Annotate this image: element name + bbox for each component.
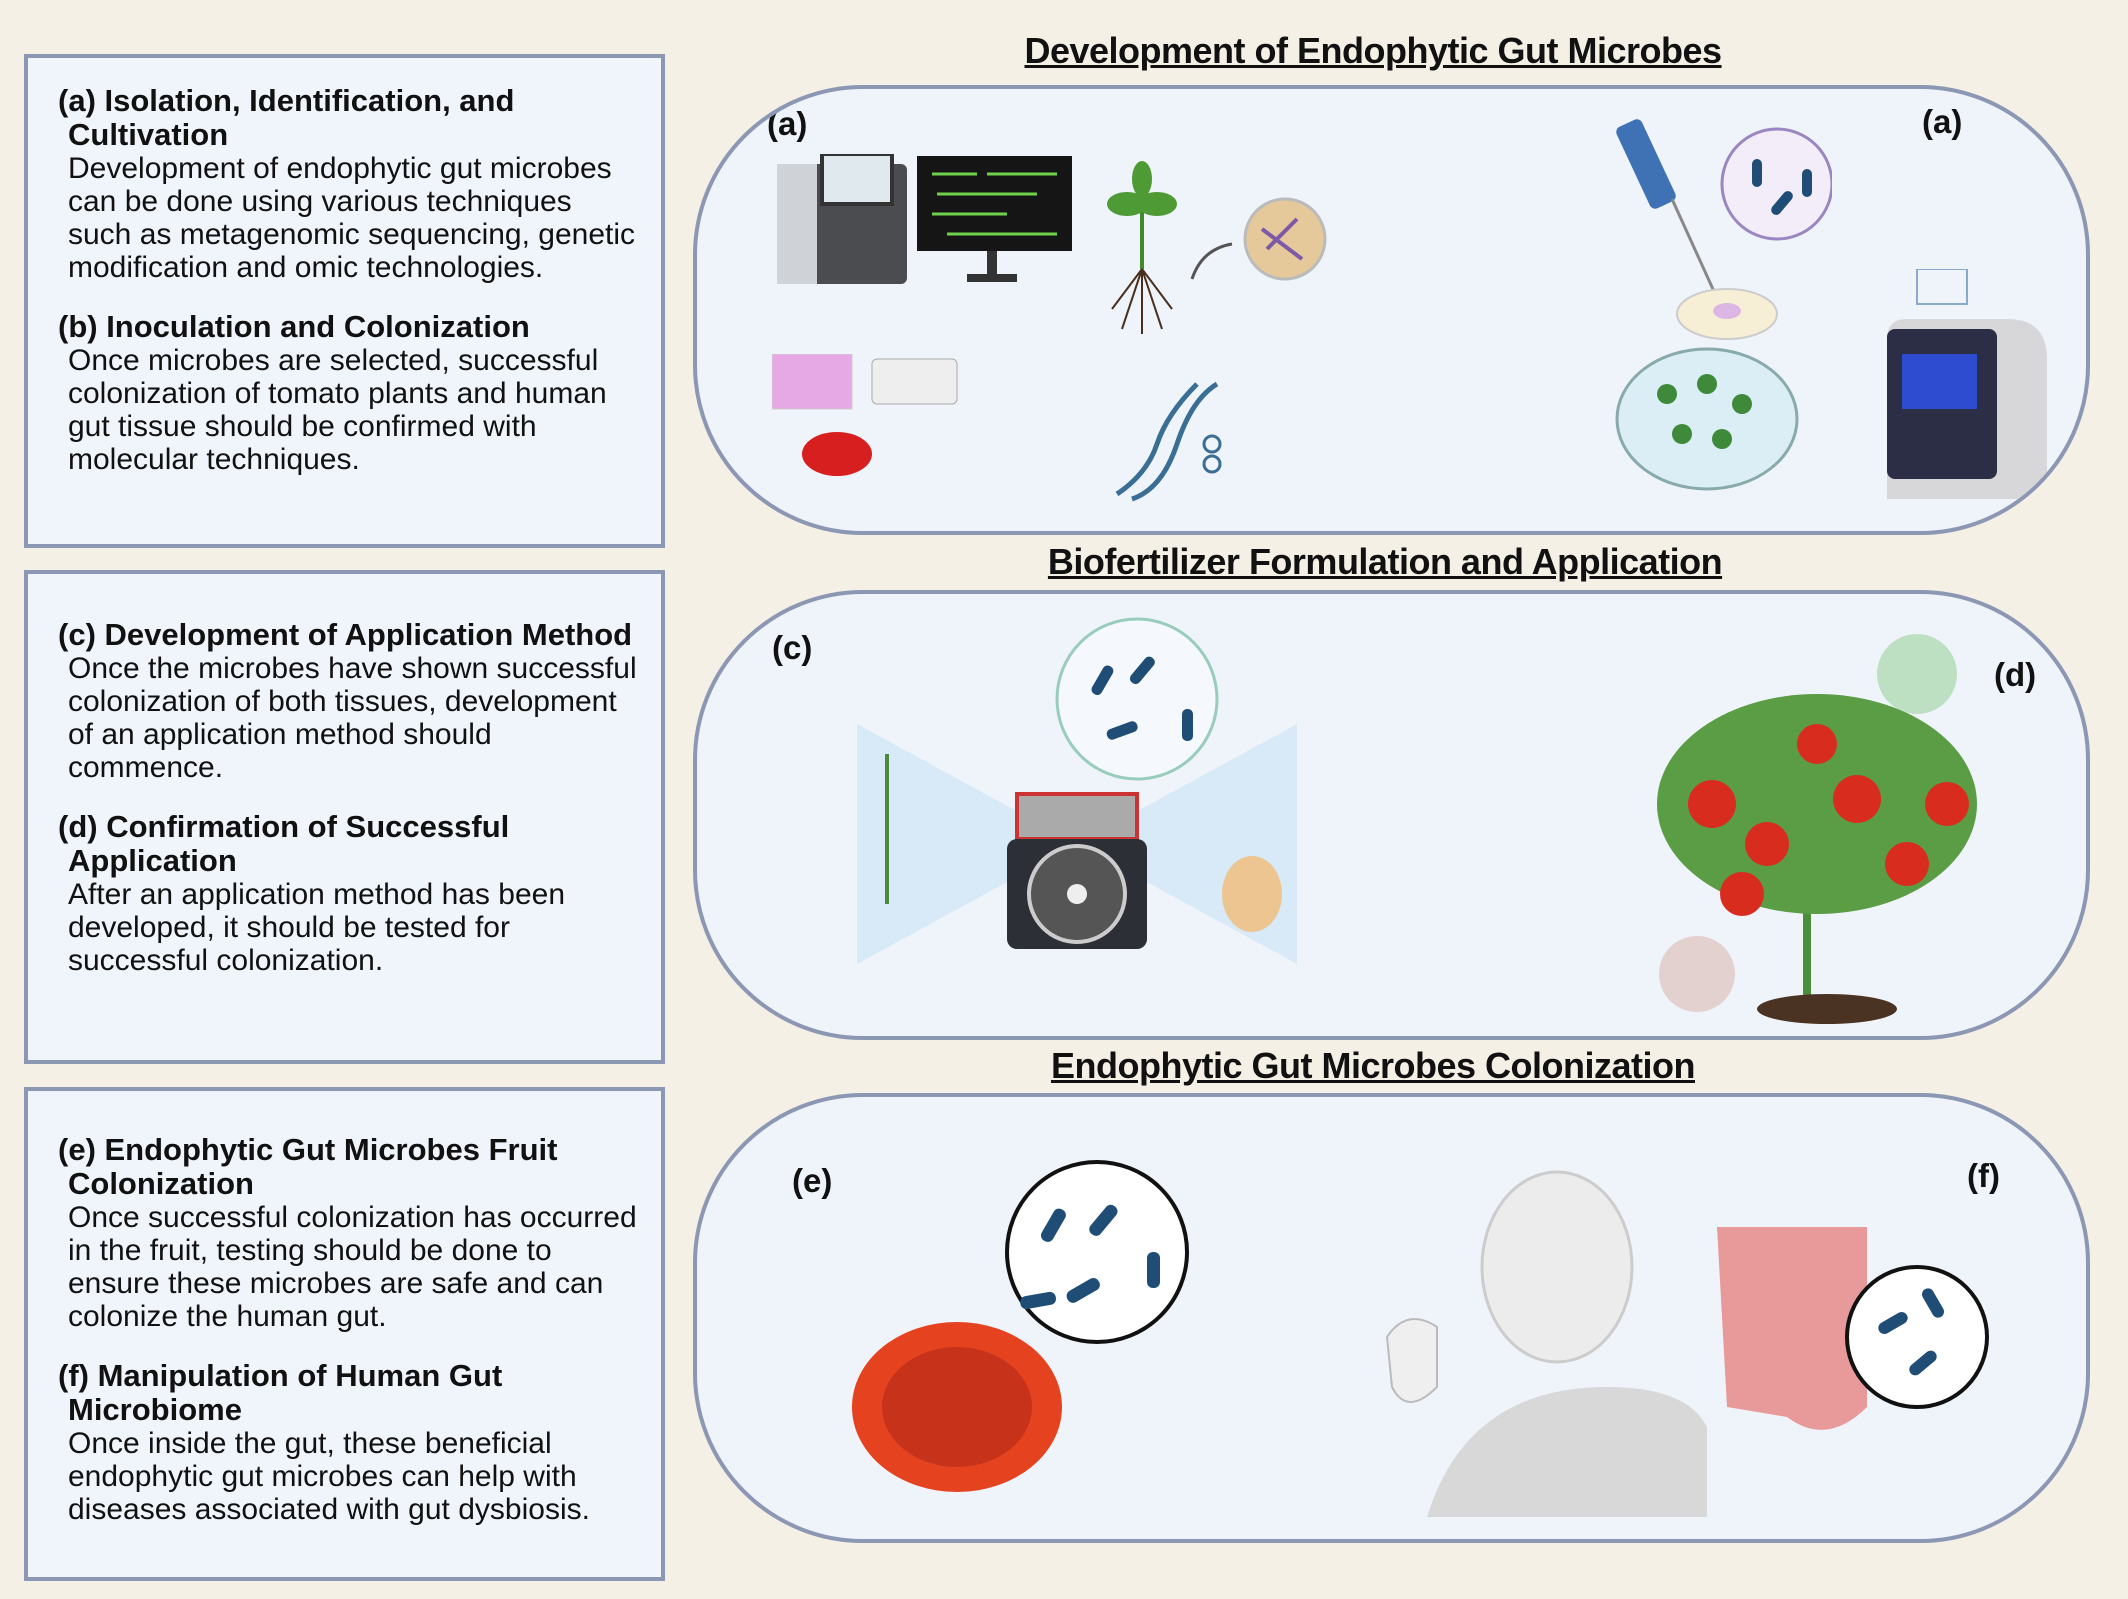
- section-d: (d) Confirmation of Successful Applicati…: [58, 809, 641, 978]
- section-heading: (e) Endophytic Gut Microbes Fruit Coloni…: [58, 1132, 558, 1201]
- tractor-spraying-icon: [857, 617, 1297, 964]
- section-heading: (a) Isolation, Identification, and Culti…: [58, 83, 515, 152]
- section-body: Once the microbes have shown successful …: [68, 652, 637, 784]
- section-heading: (d) Confirmation of Successful Applicati…: [58, 809, 510, 878]
- plant-culture-icon: [1107, 161, 1327, 334]
- section-body: Once inside the gut, these beneficial en…: [68, 1427, 590, 1526]
- panel-title-biofertilizer: Biofertilizer Formulation and Applicatio…: [1047, 541, 1723, 582]
- text-box-development: (a) Isolation, Identification, and Culti…: [24, 54, 665, 548]
- panel-colonization: (e) (f): [693, 1093, 2090, 1543]
- panel-label: (e): [792, 1162, 833, 1199]
- section-body: Development of endophytic gut microbes c…: [68, 152, 636, 284]
- section-heading: (b) Inoculation and Colonization: [58, 309, 530, 344]
- panel-label: (a): [767, 105, 808, 142]
- section-body: Once microbes are selected, successful c…: [68, 344, 607, 476]
- dna-scissors-icon: [1115, 381, 1222, 502]
- section-body: Once successful colonization has occurre…: [68, 1201, 637, 1333]
- panel-title-development: Development of Endophytic Gut Microbes: [1024, 30, 1722, 71]
- panel-biofertilizer: (c) (d): [693, 590, 2090, 1040]
- panel-label: (a): [1922, 103, 1963, 140]
- panel-development: (a) (a): [693, 85, 2090, 535]
- section-a: (a) Isolation, Identification, and Culti…: [58, 83, 641, 285]
- section-heading: (f) Manipulation of Human Gut Microbiome: [58, 1358, 503, 1427]
- lab-equipment-icon: [772, 354, 958, 476]
- section-body: After an application method has been dev…: [68, 878, 566, 977]
- tomato-plant-icon: [1657, 634, 1977, 1024]
- panel-title-colonization: Endophytic Gut Microbes Colonization: [1051, 1045, 1696, 1086]
- tomato-microbes-icon: [852, 1160, 1189, 1492]
- seedlings-petri-icon: [1615, 347, 1799, 491]
- pcr-machine-icon: [1887, 269, 2047, 499]
- section-heading: (c) Development of Application Method: [58, 617, 633, 652]
- pipette-petri-icon: [1616, 119, 1832, 340]
- panel-label: (f): [1967, 1157, 2000, 1194]
- panel-label: (c): [772, 629, 813, 666]
- section-e: (e) Endophytic Gut Microbes Fruit Coloni…: [58, 1132, 641, 1334]
- gut-microbes-icon: [1717, 1227, 1989, 1430]
- panel-label: (d): [1994, 656, 2037, 693]
- section-f: (f) Manipulation of Human Gut Microbiome…: [58, 1358, 641, 1527]
- text-box-colonization: (e) Endophytic Gut Microbes Fruit Coloni…: [24, 1087, 665, 1581]
- sequencer-computer-icon: [777, 154, 1072, 284]
- human-eating-icon: [1385, 1170, 1707, 1517]
